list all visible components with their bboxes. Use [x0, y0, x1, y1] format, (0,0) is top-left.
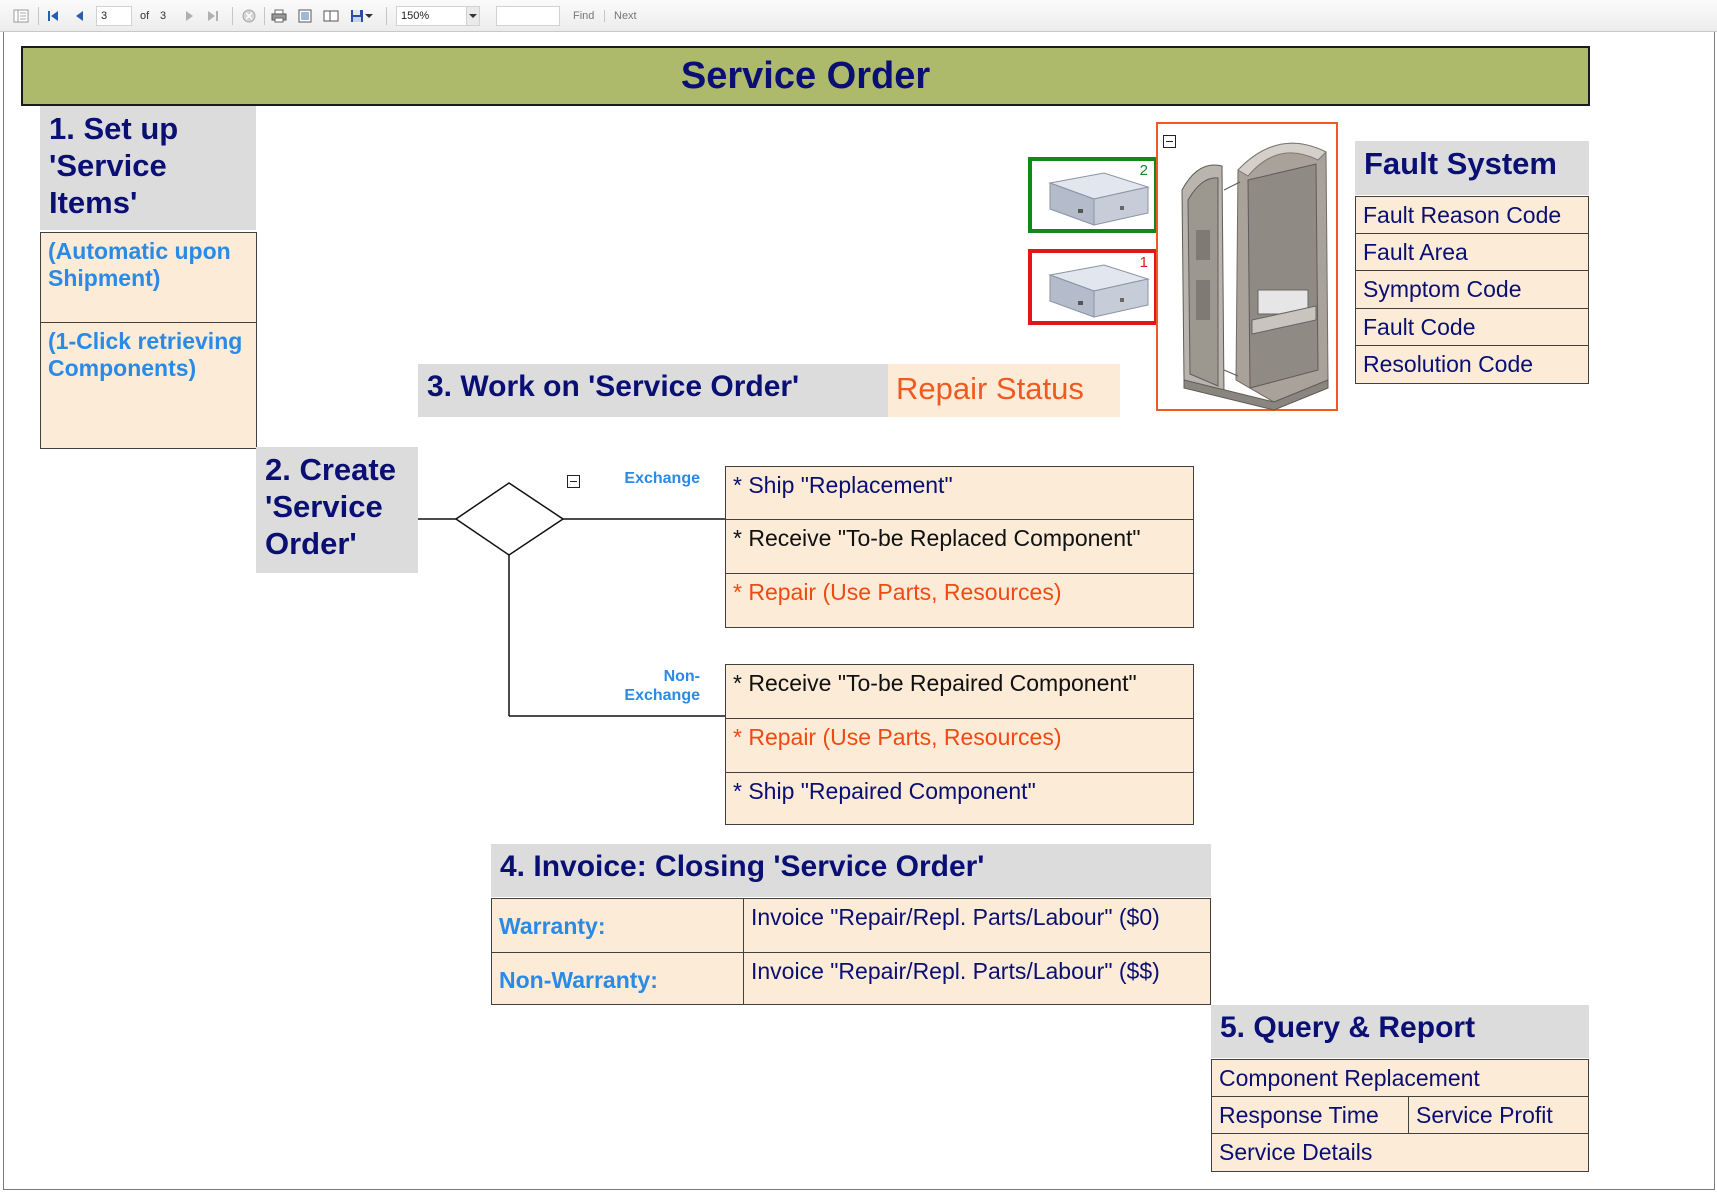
page-number-input[interactable]: 3: [96, 6, 132, 26]
response-time-cell: Response Time: [1211, 1096, 1409, 1134]
step4-header: 4. Invoice: Closing 'Service Order': [491, 844, 1211, 897]
report-title: Service Order: [21, 46, 1590, 106]
collapse-toggle-icon[interactable]: [567, 475, 580, 488]
page-of-label: of: [140, 10, 150, 22]
exchange-label: Exchange: [624, 470, 700, 487]
non-exchange-ship-repaired: * Ship "Repaired Component": [725, 772, 1194, 825]
stop-icon[interactable]: [240, 7, 258, 25]
previous-page-icon[interactable]: [70, 7, 88, 25]
first-page-icon[interactable]: [44, 7, 62, 25]
page-total-label: 3: [160, 10, 167, 22]
repair-status-label: Repair Status: [888, 364, 1120, 417]
warranty-invoice: Invoice "Repair/Repl. Parts/Labour" ($0): [743, 898, 1211, 953]
page-setup-icon[interactable]: [322, 7, 340, 25]
exchange-receive-component: * Receive "To-be Replaced Component": [725, 519, 1194, 574]
step2-header: 2. Create 'Service Order': [256, 447, 418, 573]
print-icon[interactable]: [270, 7, 288, 25]
print-layout-icon[interactable]: [296, 7, 314, 25]
component-replacement-cell: Component Replacement: [1211, 1059, 1589, 1097]
fault-system-header: Fault System: [1355, 141, 1589, 195]
exchange-ship-replacement: * Ship "Replacement": [725, 466, 1194, 520]
step1-header: 1. Set up 'Service Items': [40, 106, 256, 230]
export-dropdown-icon[interactable]: [364, 7, 374, 25]
cabinet-component-image-frame[interactable]: [1156, 122, 1338, 411]
non-exchange-label: Non- Exchange: [624, 668, 700, 704]
last-page-icon[interactable]: [204, 7, 222, 25]
non-exchange-receive-component: * Receive "To-be Repaired Component": [725, 664, 1194, 719]
next-page-icon[interactable]: [180, 7, 198, 25]
next-link[interactable]: Next: [614, 10, 637, 22]
non-warranty-label: Non-Warranty:: [491, 952, 744, 1005]
document-map-icon[interactable]: [12, 7, 30, 25]
step1-item-one-click: (1-Click retrieving Components): [40, 322, 257, 449]
exchange-repair: * Repair (Use Parts, Resources): [725, 573, 1194, 628]
zoom-select[interactable]: 150%: [396, 6, 480, 26]
box-component-image: [1048, 172, 1150, 226]
repaired-component-thumbnail[interactable]: 1: [1028, 249, 1158, 325]
export-save-icon[interactable]: [348, 7, 366, 25]
thumbnail-badge-1: 1: [1139, 254, 1148, 271]
fault-reason-code-cell: Fault Reason Code: [1355, 196, 1589, 234]
cabinet-3d-model-image: [1181, 142, 1329, 411]
box-component-image: [1048, 264, 1150, 318]
fault-code-cell: Fault Code: [1355, 308, 1589, 346]
step5-header: 5. Query & Report: [1211, 1005, 1589, 1058]
step1-item-automatic: (Automatic upon Shipment): [40, 232, 257, 323]
service-profit-cell: Service Profit: [1408, 1096, 1589, 1134]
fault-area-cell: Fault Area: [1355, 233, 1589, 271]
warranty-label: Warranty:: [491, 898, 744, 953]
thumbnail-badge-2: 2: [1139, 162, 1148, 179]
zoom-dropdown-arrow-icon[interactable]: [466, 7, 479, 25]
collapse-toggle-icon[interactable]: [1163, 135, 1176, 148]
symptom-code-cell: Symptom Code: [1355, 270, 1589, 309]
non-exchange-repair: * Repair (Use Parts, Resources): [725, 718, 1194, 773]
resolution-code-cell: Resolution Code: [1355, 345, 1589, 384]
step3-header: 3. Work on 'Service Order': [418, 364, 888, 417]
find-link[interactable]: Find: [573, 10, 595, 22]
report-viewer-toolbar: 3 of 3 150% Find Next: [0, 0, 1717, 32]
decision-diamond: [454, 482, 565, 556]
service-details-cell: Service Details: [1211, 1133, 1589, 1172]
non-warranty-invoice: Invoice "Repair/Repl. Parts/Labour" ($$): [743, 952, 1211, 1005]
replacement-component-thumbnail[interactable]: 2: [1028, 157, 1158, 233]
find-input[interactable]: [496, 6, 560, 26]
